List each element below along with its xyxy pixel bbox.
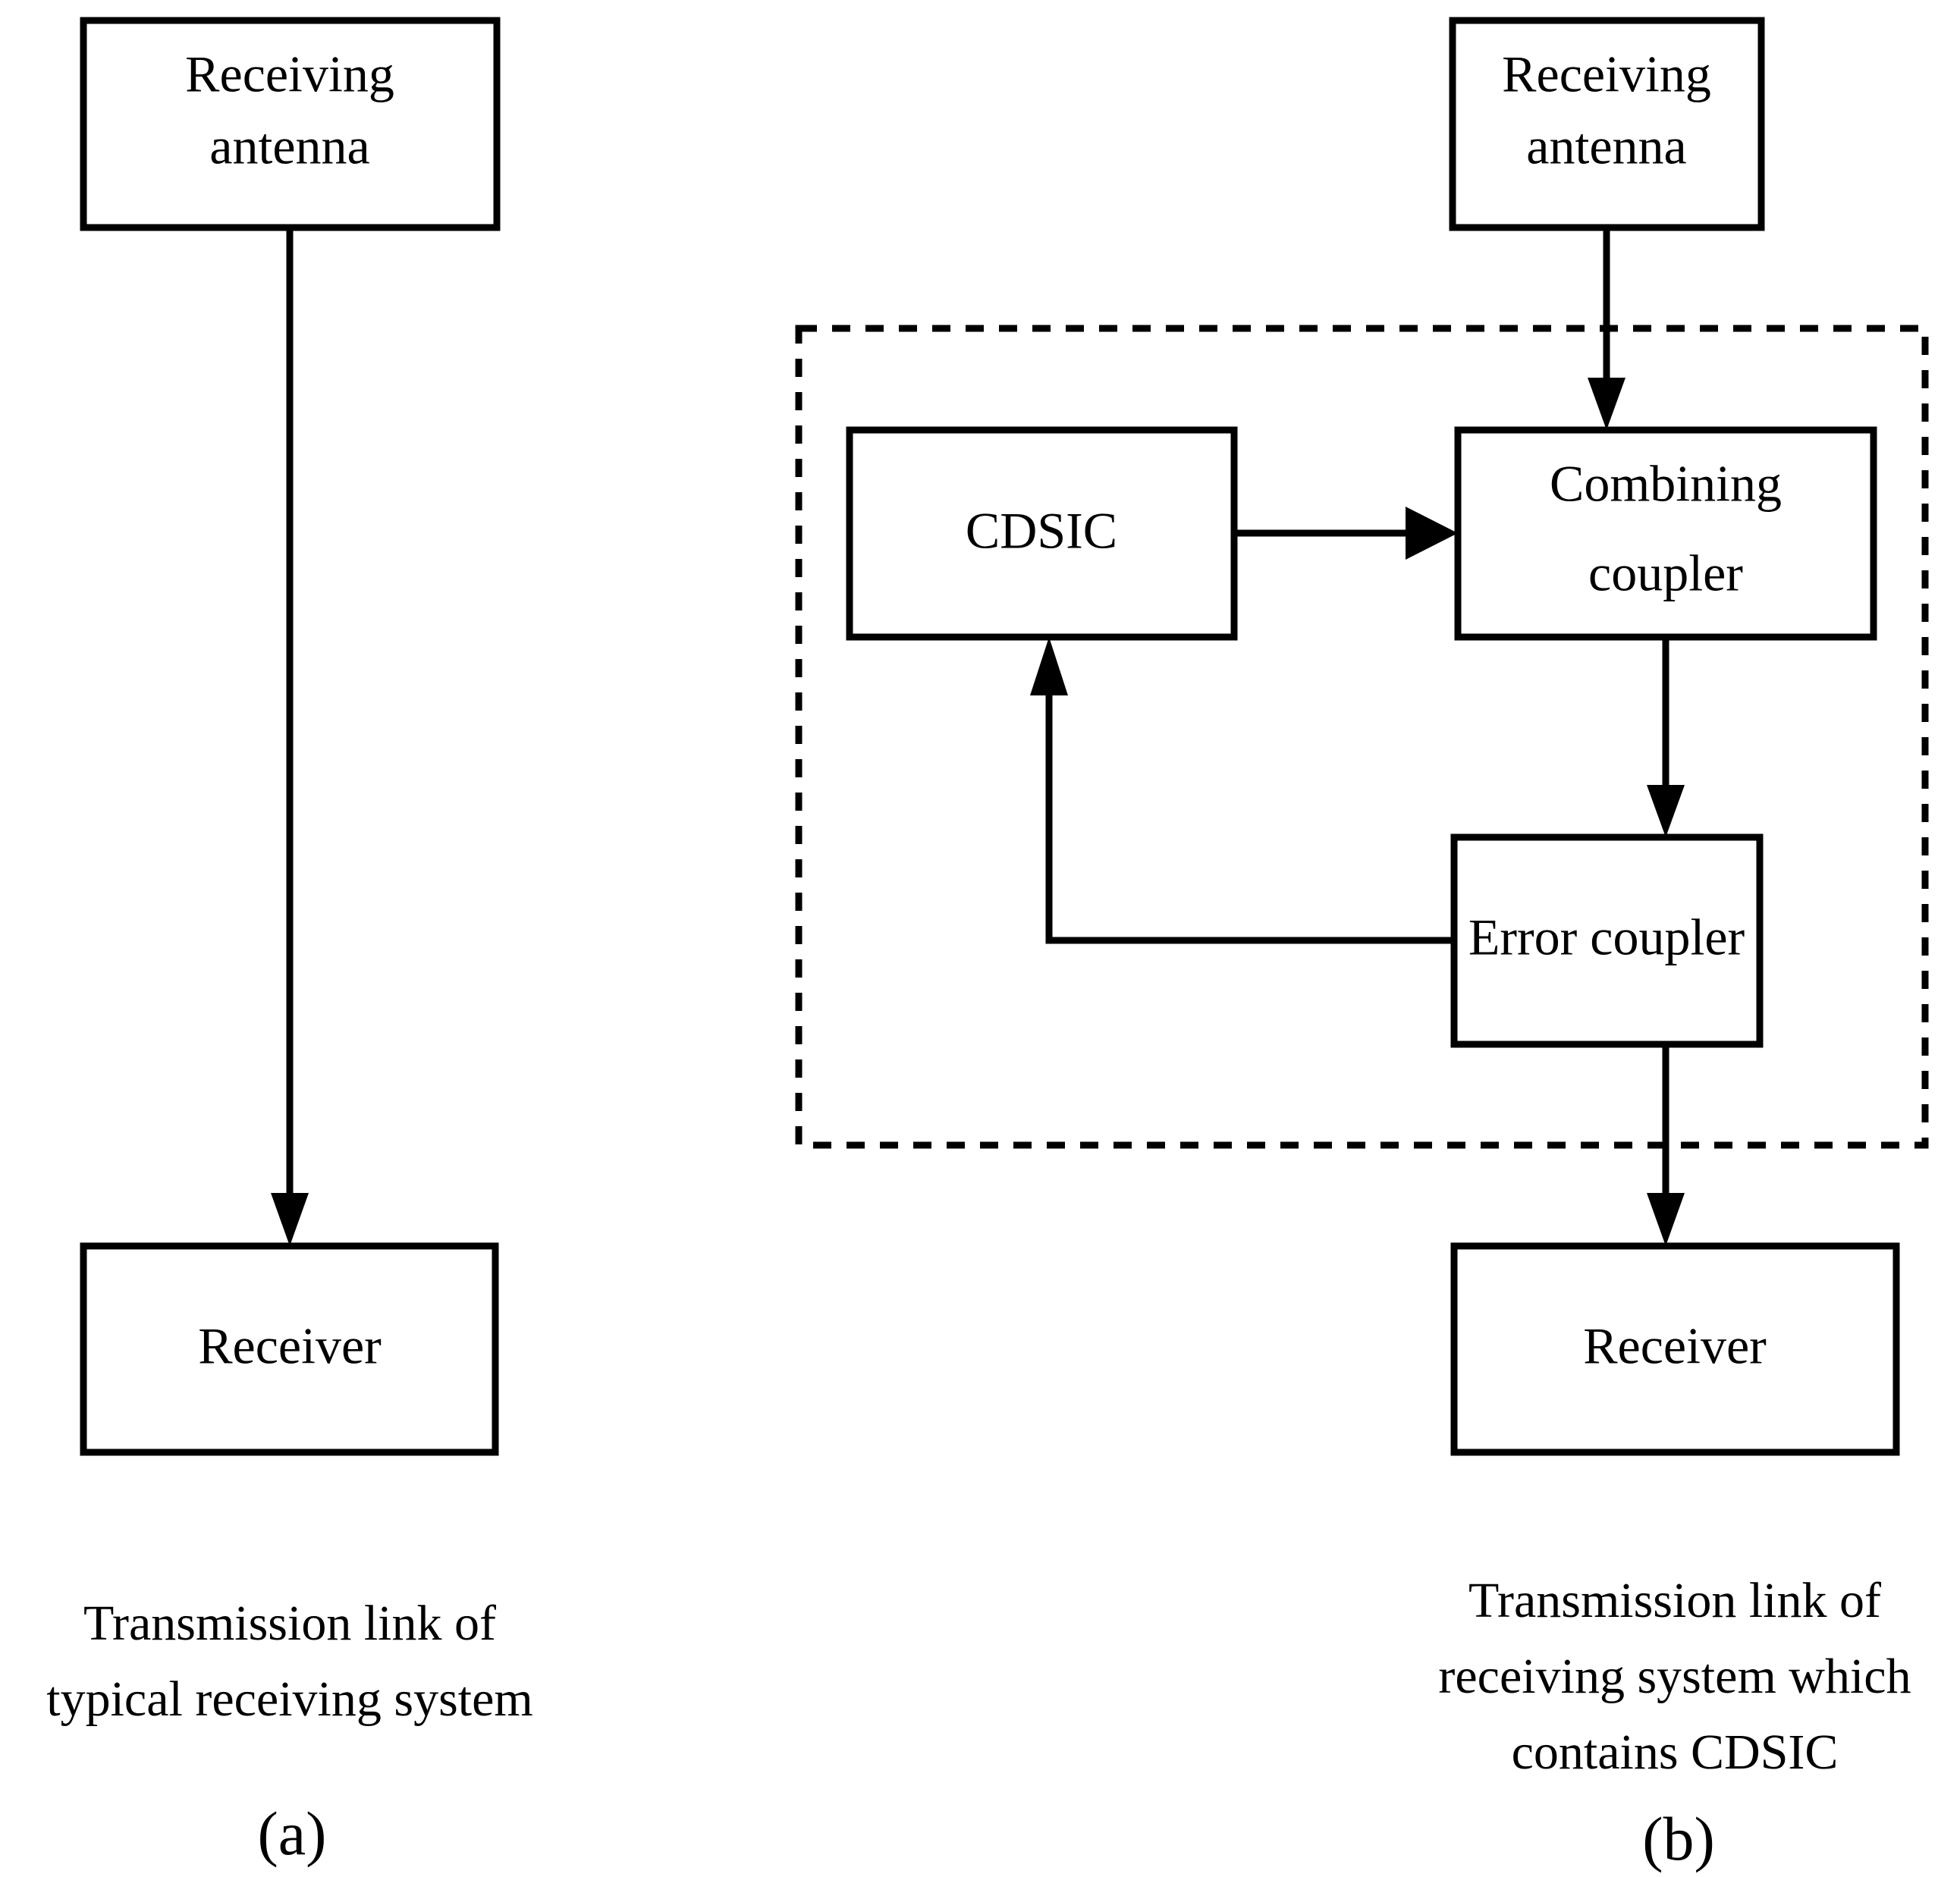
- edge-cdsic-to-combining-coupler-arrowhead-icon: [1406, 507, 1458, 560]
- panel-b-caption-line-2: receiving system which: [1438, 1649, 1911, 1704]
- edge-error-coupler-to-receiver-arrowhead-icon: [1647, 1193, 1685, 1246]
- node-cdsic[interactable]: [846, 426, 1238, 641]
- edge-antenna-to-receiver-a-arrowhead-icon: [271, 1193, 309, 1246]
- edge-antenna-to-combining-coupler-arrowhead-icon: [1588, 378, 1625, 430]
- node-receiving-antenna-a[interactable]: [80, 17, 501, 231]
- panel-b: Receiving antenna CDSIC Combining couple…: [795, 17, 1929, 1873]
- edge-error-coupler-to-cdsic-arrowhead-icon: [1030, 637, 1068, 695]
- node-receiver-b-label: Receiver: [1583, 1317, 1767, 1375]
- panel-b-caption-line-1: Transmission link of: [1468, 1573, 1881, 1628]
- node-receiving-antenna-b-label-line-2: antenna: [1526, 118, 1686, 175]
- group-cdsic-subsystem-boundary: [795, 325, 1929, 1149]
- panel-a-caption-line-1: Transmission link of: [83, 1596, 496, 1651]
- edge-combining-to-error-coupler-arrowhead-icon: [1647, 785, 1685, 837]
- node-receiving-antenna-b-label-line-1: Receiving: [1502, 46, 1711, 103]
- node-receiver-b[interactable]: [1450, 1242, 1900, 1456]
- panel-a-caption-line-2: typical receiving system: [46, 1671, 532, 1727]
- node-error-coupler-label: Error coupler: [1468, 909, 1745, 966]
- node-combining-coupler[interactable]: [1454, 426, 1877, 641]
- node-error-coupler[interactable]: [1450, 833, 1764, 1048]
- node-receiver-a-label: Receiver: [198, 1317, 382, 1375]
- node-combining-coupler-label-line-2: coupler: [1588, 545, 1743, 602]
- panel-a: Receiving antenna Receiver Transmission …: [46, 17, 533, 1868]
- panel-a-letter: (a): [257, 1799, 326, 1868]
- node-cdsic-label: CDSIC: [966, 502, 1117, 560]
- node-receiver-a[interactable]: [80, 1242, 499, 1456]
- node-receiving-antenna-a-label-line-1: Receiving: [185, 46, 394, 103]
- node-receiving-antenna-a-label-line-2: antenna: [209, 118, 369, 175]
- panel-b-letter: (b): [1642, 1804, 1715, 1873]
- panel-b-caption-line-3: contains CDSIC: [1512, 1725, 1839, 1780]
- node-combining-coupler-label-line-1: Combining: [1550, 455, 1782, 513]
- edge-error-coupler-to-cdsic-feedback-line: [1045, 690, 1454, 944]
